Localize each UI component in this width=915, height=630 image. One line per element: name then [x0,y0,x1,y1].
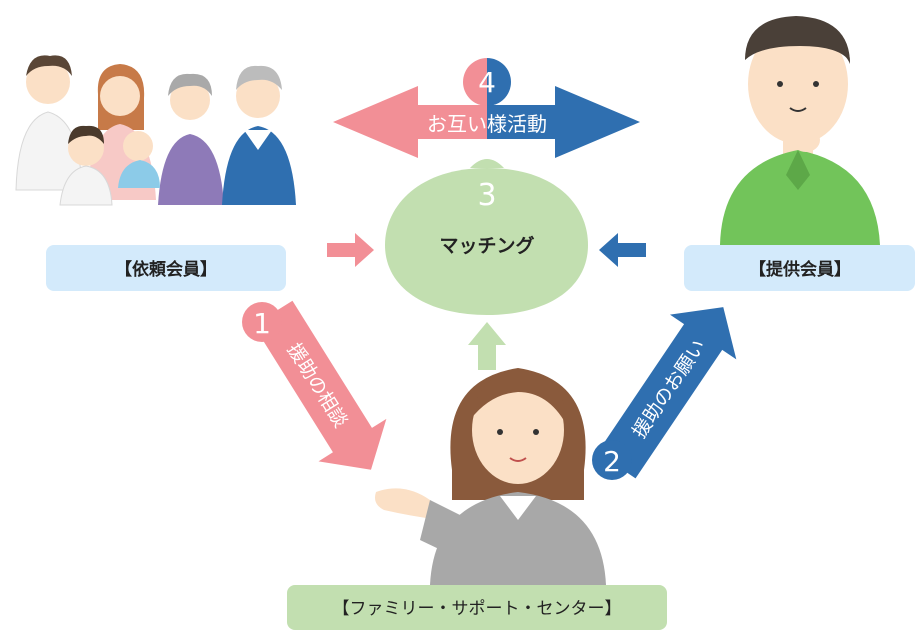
step4-label: お互い様活動 [427,112,547,136]
matching-label: マッチング [439,234,534,257]
step4-number: 4 [478,66,496,99]
matching-number: 3 [477,178,496,213]
family-illustration [15,55,296,206]
arrow-center-to-matching [468,322,506,370]
matching-blob [385,168,588,315]
arrow-step4-right [487,86,640,158]
step2-badge [592,440,632,480]
arrow-requester-to-matching [327,233,374,267]
provider-illustration [720,16,880,245]
provider-label: 【提供会員】 [749,259,851,280]
arrow-step4-left [333,86,487,158]
staff-illustration [375,368,606,585]
center-label: 【ファミリー・サポート・センター】 [333,599,622,619]
step1-badge [242,302,282,342]
arrow-provider-to-matching [599,233,646,267]
center-box [287,585,667,630]
step1-arrow: 援助の相談 [253,300,387,470]
step2-number: 2 [603,445,621,478]
requester-label: 【依頼会員】 [115,259,217,280]
requester-box [46,245,286,291]
step1-number: 1 [253,307,271,340]
provider-box [684,245,915,291]
